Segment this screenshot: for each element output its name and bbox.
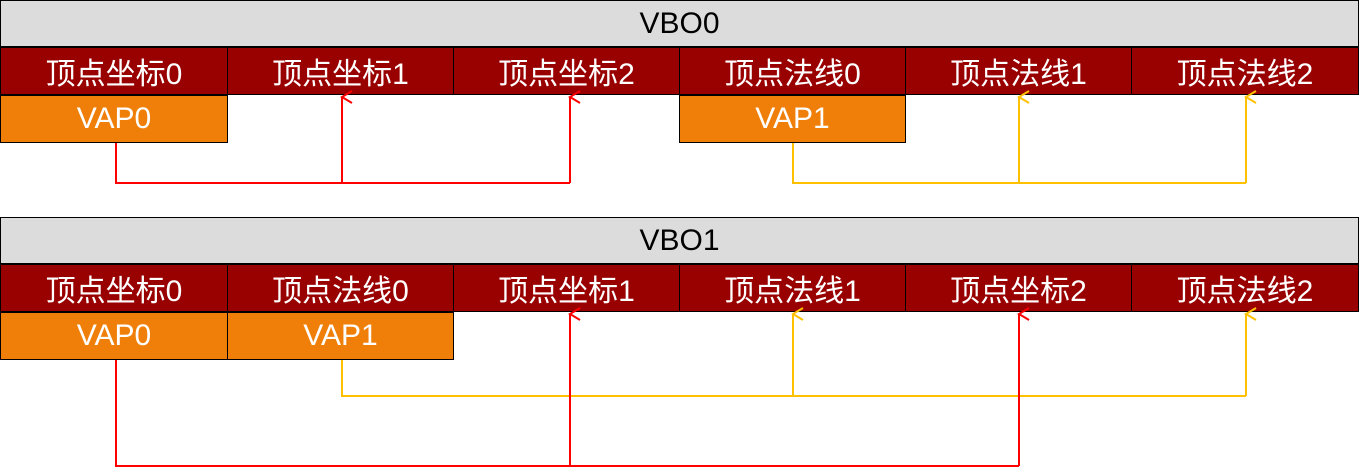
vbo1-cell: 顶点法线0 (227, 264, 454, 312)
vbo0-cell: 顶点法线1 (905, 47, 1132, 95)
vbo0-vap1-box: VAP1 (679, 95, 906, 143)
vbo0-cell: 顶点坐标0 (0, 47, 228, 95)
vbo1-cell: 顶点坐标2 (905, 264, 1132, 312)
vbo1-vap1-box: VAP1 (227, 312, 454, 360)
vbo0-normal-connector (792, 90, 1257, 184)
vbo0-title: VBO0 (0, 0, 1359, 47)
vbo0-cell: 顶点法线2 (1131, 47, 1359, 95)
vbo0-cell: 顶点坐标1 (227, 47, 454, 95)
vbo0-cell: 顶点法线0 (679, 47, 906, 95)
vbo1-cell: 顶点坐标0 (0, 264, 228, 312)
vbo0-cell: 顶点坐标2 (453, 47, 680, 95)
vbo1-title: VBO1 (0, 217, 1359, 264)
vbo1-vap0-box: VAP0 (0, 312, 228, 360)
vbo0-position-connector (115, 90, 581, 184)
vbo1-normal-connector (341, 307, 1257, 397)
vbo1-position-connector (115, 307, 1030, 467)
vbo1-cell: 顶点坐标1 (453, 264, 680, 312)
vbo1-cell: 顶点法线1 (679, 264, 906, 312)
vbo1-cell: 顶点法线2 (1131, 264, 1359, 312)
vbo0-vap0-box: VAP0 (0, 95, 228, 143)
